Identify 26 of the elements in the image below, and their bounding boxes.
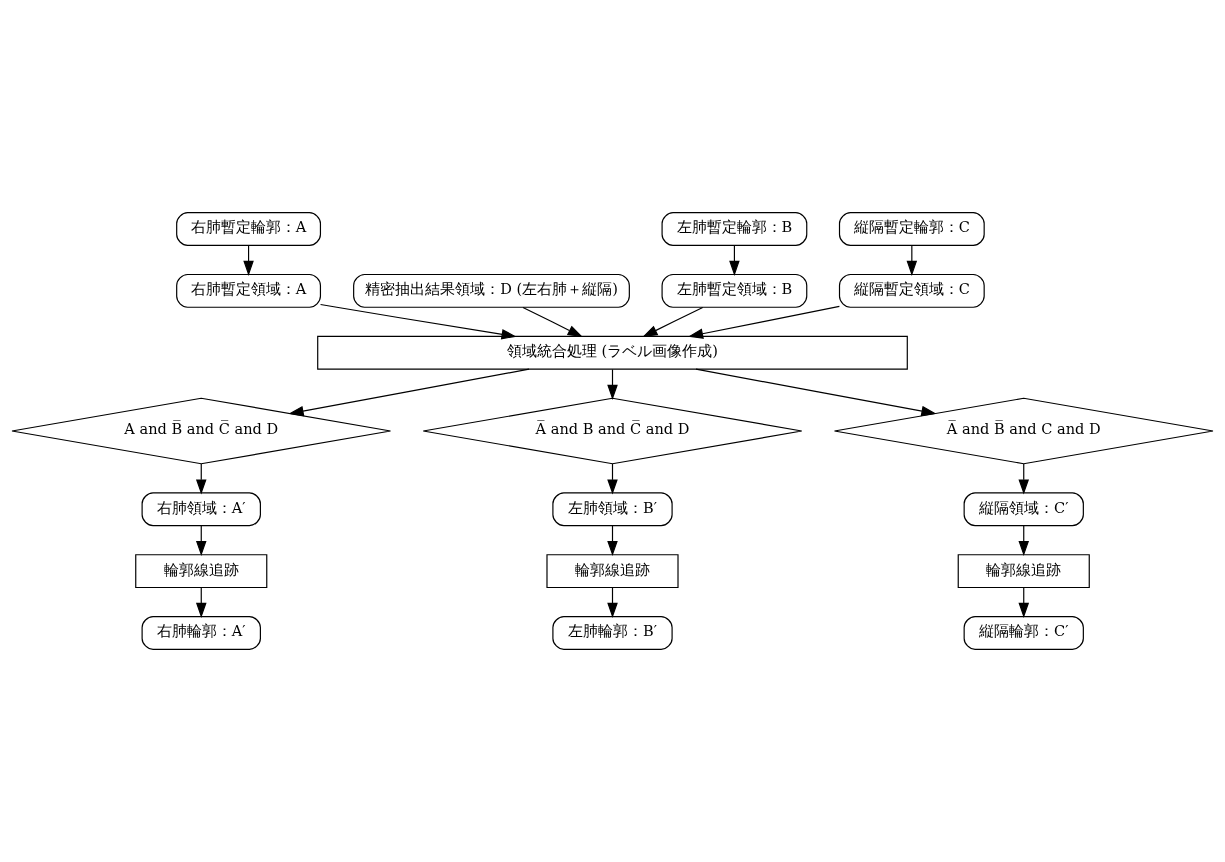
arrow xyxy=(288,368,530,417)
node-box: 輪郭線追跡 xyxy=(957,554,1090,589)
arrow xyxy=(688,305,840,339)
node-box: 左肺暫定領域：B xyxy=(661,273,808,308)
node-box: 縦隔領域：C′ xyxy=(963,492,1084,527)
node-box: 右肺輪郭：A′ xyxy=(141,616,261,650)
node-box: 縦隔暫定輪郭：C xyxy=(838,212,985,246)
node-box: 領域統合処理 (ラベル画像作成) xyxy=(317,335,908,370)
node-box: 左肺領域：B′ xyxy=(552,492,673,527)
node-box: 縦隔輪郭：C′ xyxy=(963,616,1084,650)
node-box: 輪郭線追跡 xyxy=(135,554,268,589)
node-diamond: A and B̅ and C̅ and D xyxy=(11,397,392,465)
node-diamond: A̅ and B and C̅ and D xyxy=(422,397,803,465)
arrow xyxy=(522,306,583,338)
node-box: 左肺暫定輪郭：B xyxy=(661,212,808,246)
node-box: 縦隔暫定領域：C xyxy=(838,273,985,308)
arrow xyxy=(319,303,517,340)
node-box: 右肺領域：A′ xyxy=(141,492,261,527)
arrow xyxy=(695,368,937,417)
node-box: 右肺暫定領域：A xyxy=(176,273,322,308)
node-diamond: A̅ and B̅ and C and D xyxy=(833,397,1214,465)
node-box: 右肺暫定輪郭：A xyxy=(176,212,322,246)
node-box: 左肺輪郭：B′ xyxy=(552,616,673,650)
arrow xyxy=(642,306,704,338)
node-box: 輪郭線追跡 xyxy=(546,554,679,589)
node-box: 精密抽出結果領域：D (左右肺＋縦隔) xyxy=(353,273,630,308)
